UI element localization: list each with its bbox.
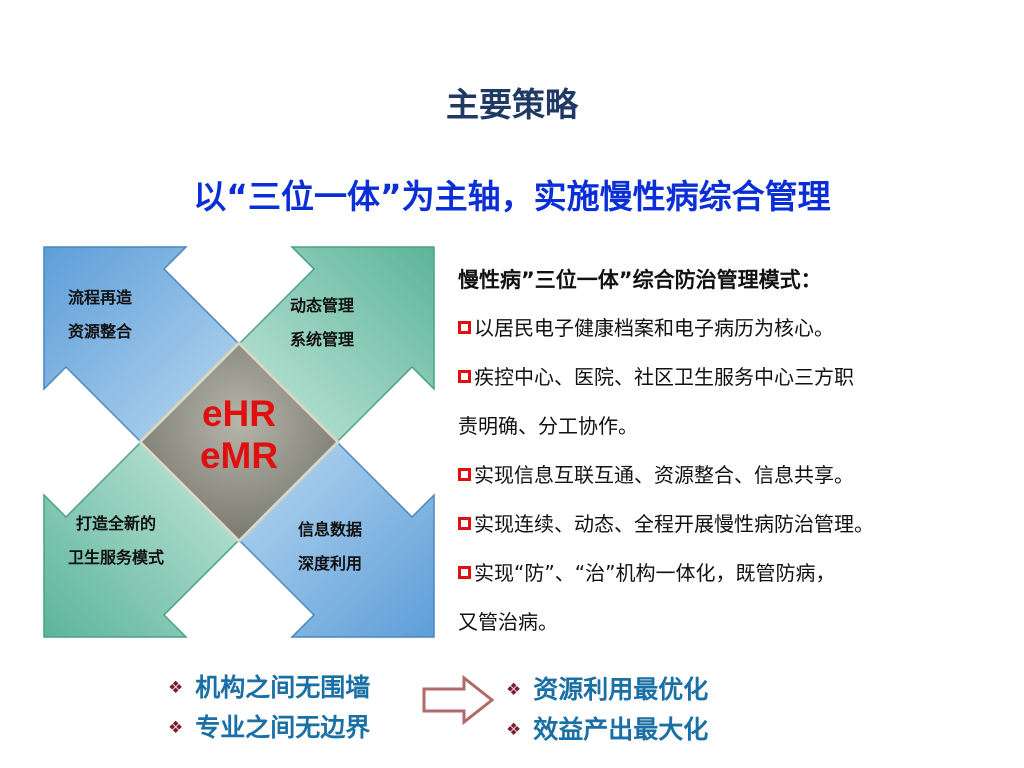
quadrant-label-bottom-left: 打造全新的 卫生服务模式 bbox=[68, 514, 165, 567]
outcome-item: ❖资源利用最优化 bbox=[506, 675, 709, 704]
slide-subtitle: 以“三位一体”为主轴，实施慢性病综合管理 bbox=[193, 177, 831, 216]
diamond-bullet-icon: ❖ bbox=[506, 680, 522, 700]
outcome-item: ❖机构之间无围墙 bbox=[168, 673, 371, 702]
right-hollow-arrow-icon bbox=[420, 674, 496, 726]
quadrant-label-top-right: 动态管理 系统管理 bbox=[290, 296, 355, 349]
quadrant-label-top-left: 流程再造 资源整合 bbox=[68, 288, 133, 341]
bullet-item: 实现“防”、“治”机构一体化，既管防病， 又管治病。 bbox=[458, 561, 836, 634]
diamond-bullet-icon: ❖ bbox=[506, 720, 522, 740]
square-bullet-icon bbox=[458, 566, 471, 579]
panel-heading: 慢性病”三位一体”综合防治管理模式： bbox=[458, 268, 822, 292]
page-title: 主要策略 bbox=[446, 85, 578, 124]
diamond-bullet-icon: ❖ bbox=[168, 718, 184, 738]
outcomes-left: ❖机构之间无围墙 ❖专业之间无边界 bbox=[168, 668, 370, 748]
square-bullet-icon bbox=[458, 321, 471, 334]
square-bullet-icon bbox=[458, 517, 471, 530]
square-bullet-icon bbox=[458, 370, 471, 383]
quadrant-label-bottom-right: 信息数据 深度利用 bbox=[298, 520, 363, 573]
core-text: eHR eMR bbox=[199, 393, 279, 476]
core-diamond bbox=[137, 340, 341, 544]
diagram-graphic bbox=[43, 246, 435, 638]
square-bullet-icon bbox=[458, 468, 471, 481]
strategy-panel: 慢性病”三位一体”综合防治管理模式： 以居民电子健康档案和电子病历为核心。 疾控… bbox=[458, 262, 1014, 647]
outcome-item: ❖效益产出最大化 bbox=[506, 715, 709, 744]
four-arrow-diagram: 流程再造 资源整合 动态管理 系统管理 打造全新的 卫生服务模式 信息数据 深度… bbox=[40, 243, 438, 641]
outcome-item: ❖专业之间无边界 bbox=[168, 713, 371, 742]
bullet-item: 实现信息互联互通、资源整合、信息共享。 bbox=[458, 451, 1014, 500]
diamond-bullet-icon: ❖ bbox=[168, 678, 184, 698]
bullet-item: 以居民电子健康档案和电子病历为核心。 bbox=[458, 304, 1014, 353]
bullet-item: 实现连续、动态、全程开展慢性病防治管理。 bbox=[458, 500, 1014, 549]
outcomes-right: ❖资源利用最优化 ❖效益产出最大化 bbox=[506, 670, 708, 750]
bullet-item: 疾控中心、医院、社区卫生服务中心三方职 责明确、分工协作。 bbox=[458, 365, 854, 438]
